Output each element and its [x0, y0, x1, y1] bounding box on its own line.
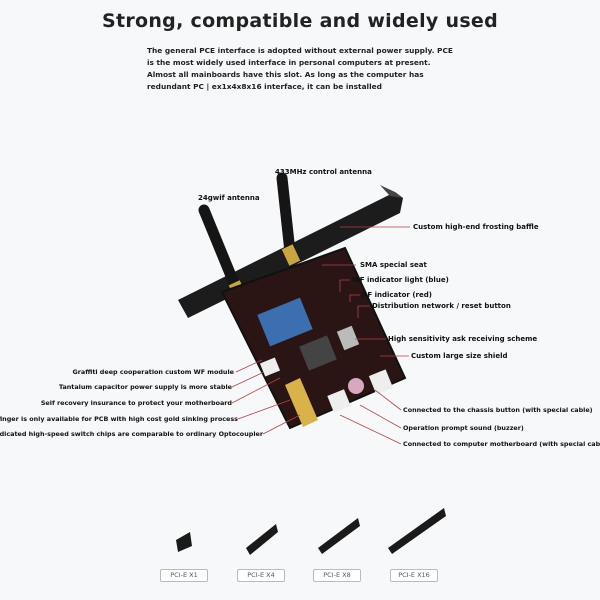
gold-finger	[285, 378, 318, 427]
slot-label-x4: PCI-E X4	[237, 569, 285, 582]
antenna-433	[276, 172, 296, 258]
label-chassis: Connected to the chassis button (with sp…	[403, 406, 593, 414]
label-gold-finger: Gold finger is only available for PCB wi…	[0, 415, 238, 423]
slot-label-x1: PCI-E X1	[160, 569, 208, 582]
label-reset: Distribution network / reset button	[372, 302, 511, 310]
label-antenna-24g: 24gwif antenna	[198, 194, 260, 202]
label-wf-module: Graffiti deep cooperation custom WF modu…	[72, 368, 234, 376]
label-antenna-433: 433MHz control antenna	[275, 168, 372, 176]
leader-lines	[231, 226, 410, 445]
slot-label-x16: PCI-E X16	[390, 569, 438, 582]
label-shield: Custom large size shield	[411, 352, 508, 360]
label-self-recovery: Self recovery insurance to protect your …	[40, 399, 232, 407]
label-switch-chips: Two dedicated high-speed switch chips ar…	[0, 430, 263, 438]
antenna-24g	[198, 204, 242, 294]
label-baffle: Custom high-end frosting baffle	[413, 223, 539, 231]
label-wf-light: WF indicator light (blue)	[352, 276, 449, 284]
page-title: Strong, compatible and widely used	[101, 10, 499, 32]
label-ask: High sensitivity ask receiving scheme	[388, 335, 538, 343]
label-tantalum: Tantalum capacitor power supply is more …	[58, 383, 232, 391]
slot-label-x8: PCI-E X8	[313, 569, 361, 582]
pcie-slots	[176, 508, 446, 555]
bracket-tab	[380, 185, 403, 198]
label-buzzer: Operation prompt sound (buzzer)	[403, 424, 524, 432]
wf-module	[257, 297, 313, 347]
label-motherboard: Connected to computer motherboard (with …	[403, 440, 600, 448]
label-rf-light: RF indicator (red)	[362, 291, 432, 299]
label-sma: SMA special seat	[360, 261, 427, 269]
description: The general PCE interface is adopted wit…	[147, 46, 453, 91]
